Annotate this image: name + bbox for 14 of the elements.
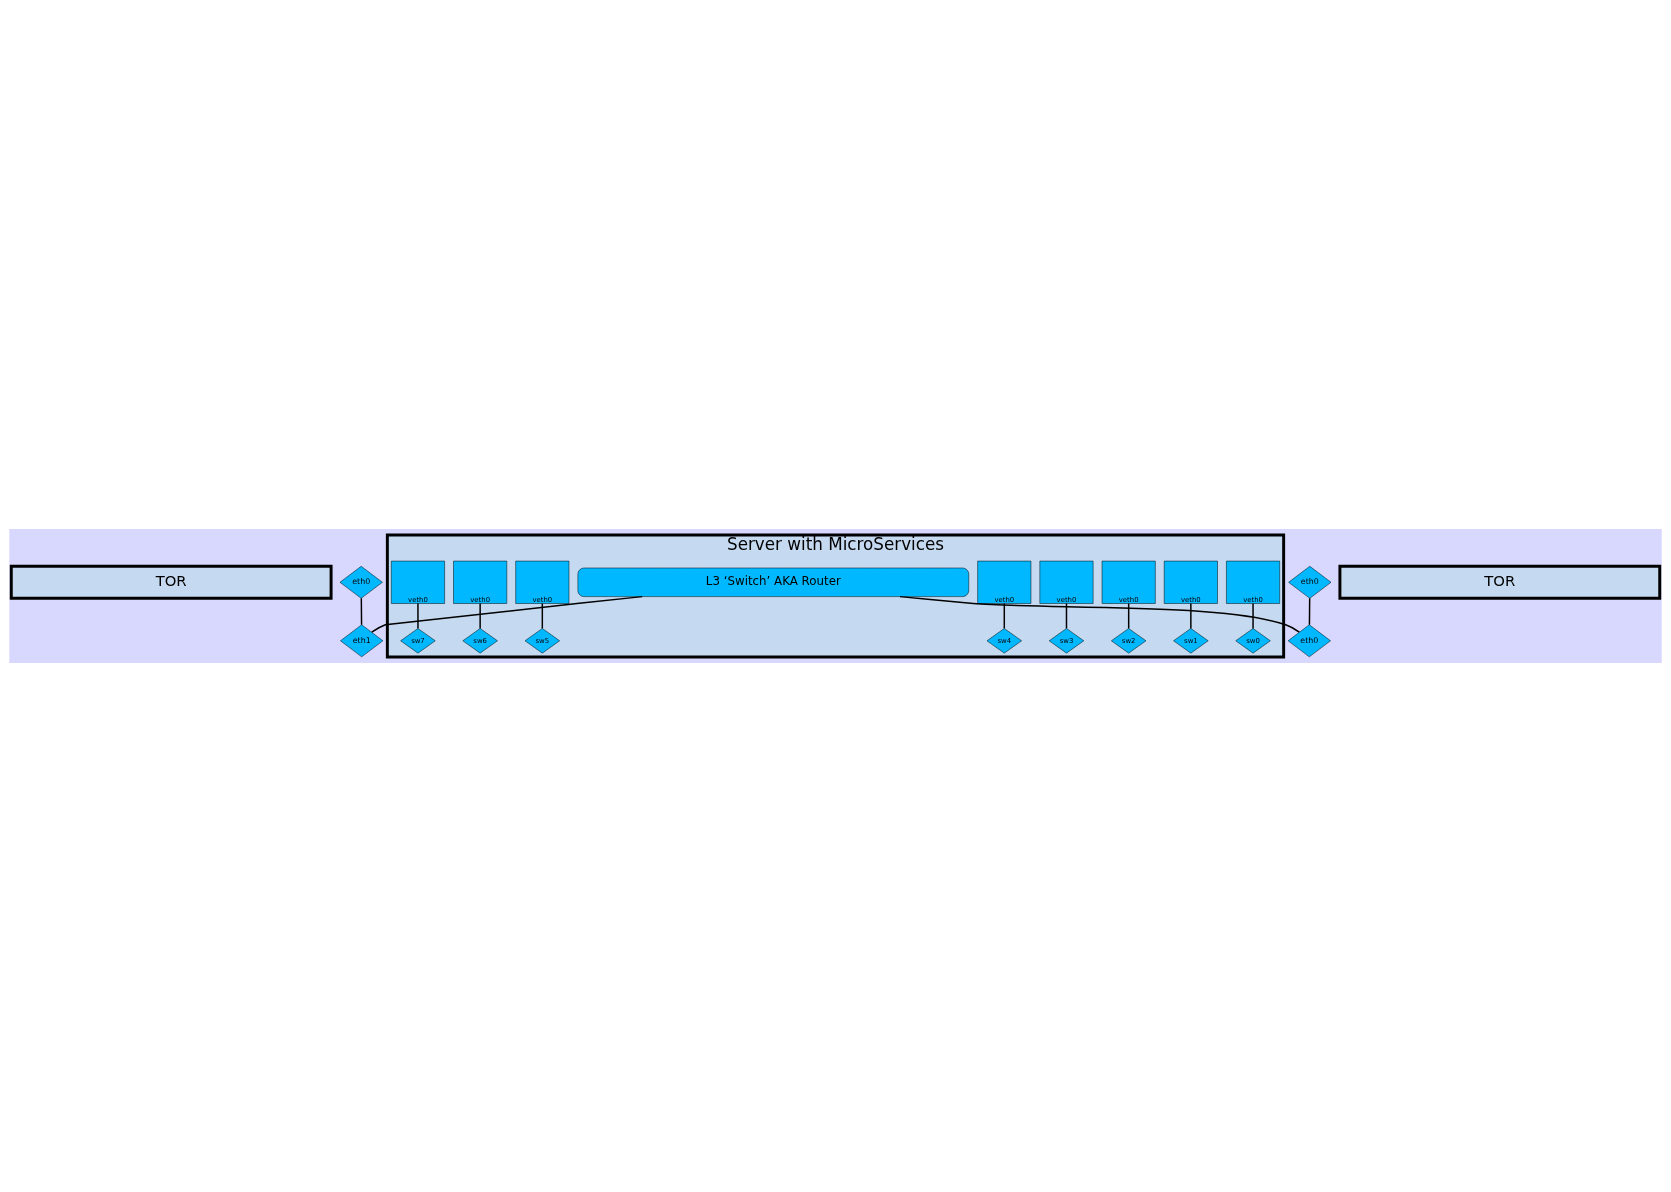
- connector: [371, 595, 643, 633]
- connector: [1127, 602, 1130, 630]
- connector: [899, 595, 1301, 633]
- node-box: L3 ‘Switch’ AKA Router: [577, 567, 969, 597]
- connector: [541, 602, 544, 630]
- connector: [360, 597, 363, 626]
- connector: [417, 602, 419, 630]
- connector: [479, 602, 481, 630]
- connector: [1252, 602, 1254, 630]
- node-box: TOR: [9, 564, 333, 600]
- connector: [1190, 602, 1192, 630]
- node-box: TOR: [1338, 564, 1662, 600]
- connector: [1308, 597, 1311, 626]
- connector: [1065, 602, 1068, 630]
